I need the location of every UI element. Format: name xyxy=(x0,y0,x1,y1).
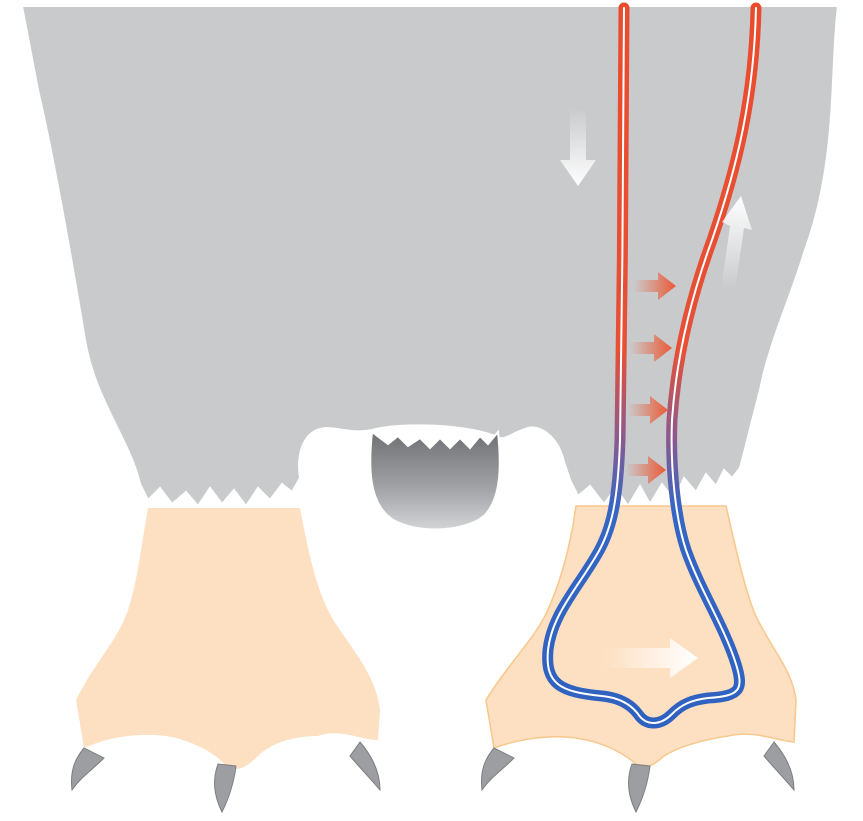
left-foot xyxy=(76,508,380,769)
claw-icon xyxy=(482,748,515,790)
penguin-tail xyxy=(370,432,500,530)
claw-icon xyxy=(764,742,794,790)
claw-icon xyxy=(72,748,105,790)
claw-icon xyxy=(629,764,650,812)
penguin-body xyxy=(22,6,838,506)
right-foot xyxy=(486,506,796,767)
claw-icon xyxy=(215,764,236,812)
claw-icon xyxy=(350,742,380,790)
